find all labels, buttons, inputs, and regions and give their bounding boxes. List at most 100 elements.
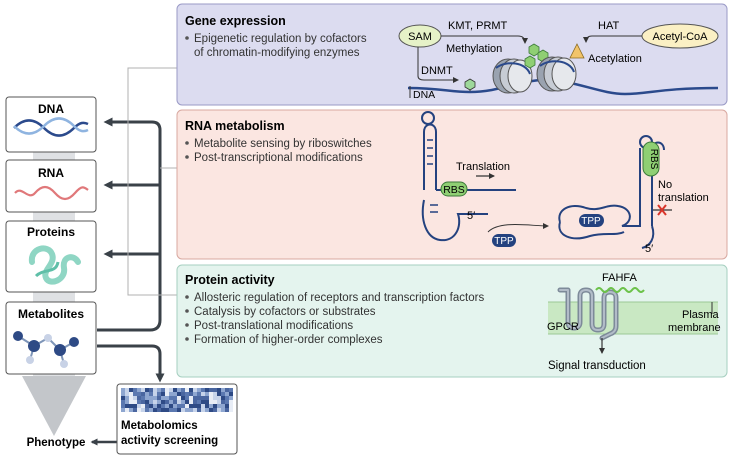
heatmap-cell (165, 404, 169, 408)
no-label: No (658, 179, 672, 191)
heatmap-cell (217, 396, 221, 400)
dna-line-label: DNA (413, 89, 435, 101)
heatmap-cell (153, 396, 157, 400)
heatmap-cell (221, 404, 225, 408)
heatmap-cell (221, 400, 225, 404)
rna-box: RNA (5, 159, 97, 213)
heatmap-cell (181, 400, 185, 404)
heatmap-cell (169, 392, 173, 396)
translation-label: Translation (456, 161, 510, 173)
heatmap-cell (165, 396, 169, 400)
tpp-binding-arrow (487, 222, 549, 233)
heatmap-cell (185, 396, 189, 400)
blocked-x-icon (657, 204, 667, 216)
riboswitch-unbound (421, 111, 516, 242)
heatmap-cell (213, 400, 217, 404)
heatmap-cell (173, 396, 177, 400)
heatmap-cell (149, 400, 153, 404)
membrane-label: membrane (668, 322, 721, 334)
protein-activity-panel: Protein activity Allosteric regulation o… (176, 264, 728, 378)
heatmap-cell (121, 404, 125, 408)
heatmap-cell (185, 404, 189, 408)
heatmap-icon (121, 388, 233, 412)
gene-bullet-1a: Epigenetic regulation by cofactors (194, 33, 367, 45)
heatmap-cell (153, 408, 157, 412)
metabolites-box: Metabolites (5, 301, 97, 375)
methylation-label: Methylation (446, 43, 502, 55)
heatmap-cell (197, 388, 201, 392)
heatmap-cell (137, 404, 141, 408)
dna-box: DNA (5, 96, 97, 153)
heatmap-cell (161, 400, 165, 404)
heatmap-cell (193, 396, 197, 400)
heatmap-cell (169, 404, 173, 408)
heatmap-cell (125, 408, 129, 412)
heatmap-cell (213, 404, 217, 408)
heatmap-cell (125, 388, 129, 392)
tpp-label-free: TPP (494, 236, 514, 247)
rna-bullet-2: Post-transcriptional modifications (194, 152, 363, 164)
heatmap-cell (165, 388, 169, 392)
dnmt-arrow (417, 47, 459, 83)
heatmap-cell (145, 396, 149, 400)
heatmap-cell (225, 392, 229, 396)
heatmap-cell (181, 392, 185, 396)
metabolite-arrows (97, 117, 165, 383)
heatmap-cell (193, 404, 197, 408)
rna-metabolism-title: RNA metabolism (185, 119, 285, 133)
heatmap-cell (185, 400, 189, 404)
heatmap-cell (121, 392, 125, 396)
heatmap-cell (133, 400, 137, 404)
heatmap-cell (125, 396, 129, 400)
heatmap-cell (209, 392, 213, 396)
heatmap-cell (229, 408, 233, 412)
heatmap-cell (153, 400, 157, 404)
heatmap-cell (221, 396, 225, 400)
proteins-label: Proteins (27, 225, 75, 239)
heatmap-cell (201, 388, 205, 392)
heatmap-cell (177, 408, 181, 412)
heatmap-cell (189, 408, 193, 412)
protein-bullet-3: Post-translational modifications (194, 320, 353, 332)
heatmap-cell (181, 408, 185, 412)
dna-helix-icon (13, 117, 89, 137)
heatmap-cell (225, 396, 229, 400)
heatmap-cell (209, 404, 213, 408)
tpp-pill-bound (579, 214, 604, 227)
heatmap-cell (205, 404, 209, 408)
heatmap-cell (157, 408, 161, 412)
heatmap-cell (157, 396, 161, 400)
heatmap-cell (197, 400, 201, 404)
panel-connectors (127, 67, 178, 296)
heatmap-cell (225, 400, 229, 404)
heatmap-cell (153, 404, 157, 408)
heatmap-cell (161, 388, 165, 392)
heatmap-cell (125, 400, 129, 404)
heatmap-cell (149, 392, 153, 396)
heatmap-cell (209, 388, 213, 392)
heatmap-cell (157, 404, 161, 408)
heatmap-cell (149, 408, 153, 412)
protein-activity-title: Protein activity (185, 273, 275, 287)
heatmap-cell (209, 400, 213, 404)
heatmap-cell (221, 392, 225, 396)
heatmap-cell (161, 392, 165, 396)
heatmap-cell (177, 400, 181, 404)
heatmap-cell (121, 396, 125, 400)
heatmap-cell (145, 408, 149, 412)
heatmap-cell (221, 408, 225, 412)
heatmap-cell (165, 400, 169, 404)
heatmap-cell (225, 388, 229, 392)
sam-label: SAM (408, 31, 432, 43)
heatmap-cell (129, 396, 133, 400)
heatmap-cell (229, 388, 233, 392)
heatmap-cell (145, 392, 149, 396)
heatmap-cell (185, 388, 189, 392)
heatmap-cell (173, 404, 177, 408)
dnmt-label: DNMT (421, 65, 453, 77)
heatmap-cell (149, 388, 153, 392)
heatmap-cell (177, 392, 181, 396)
rbs-label-2: RBS (648, 149, 659, 170)
heatmap-cell (137, 408, 141, 412)
